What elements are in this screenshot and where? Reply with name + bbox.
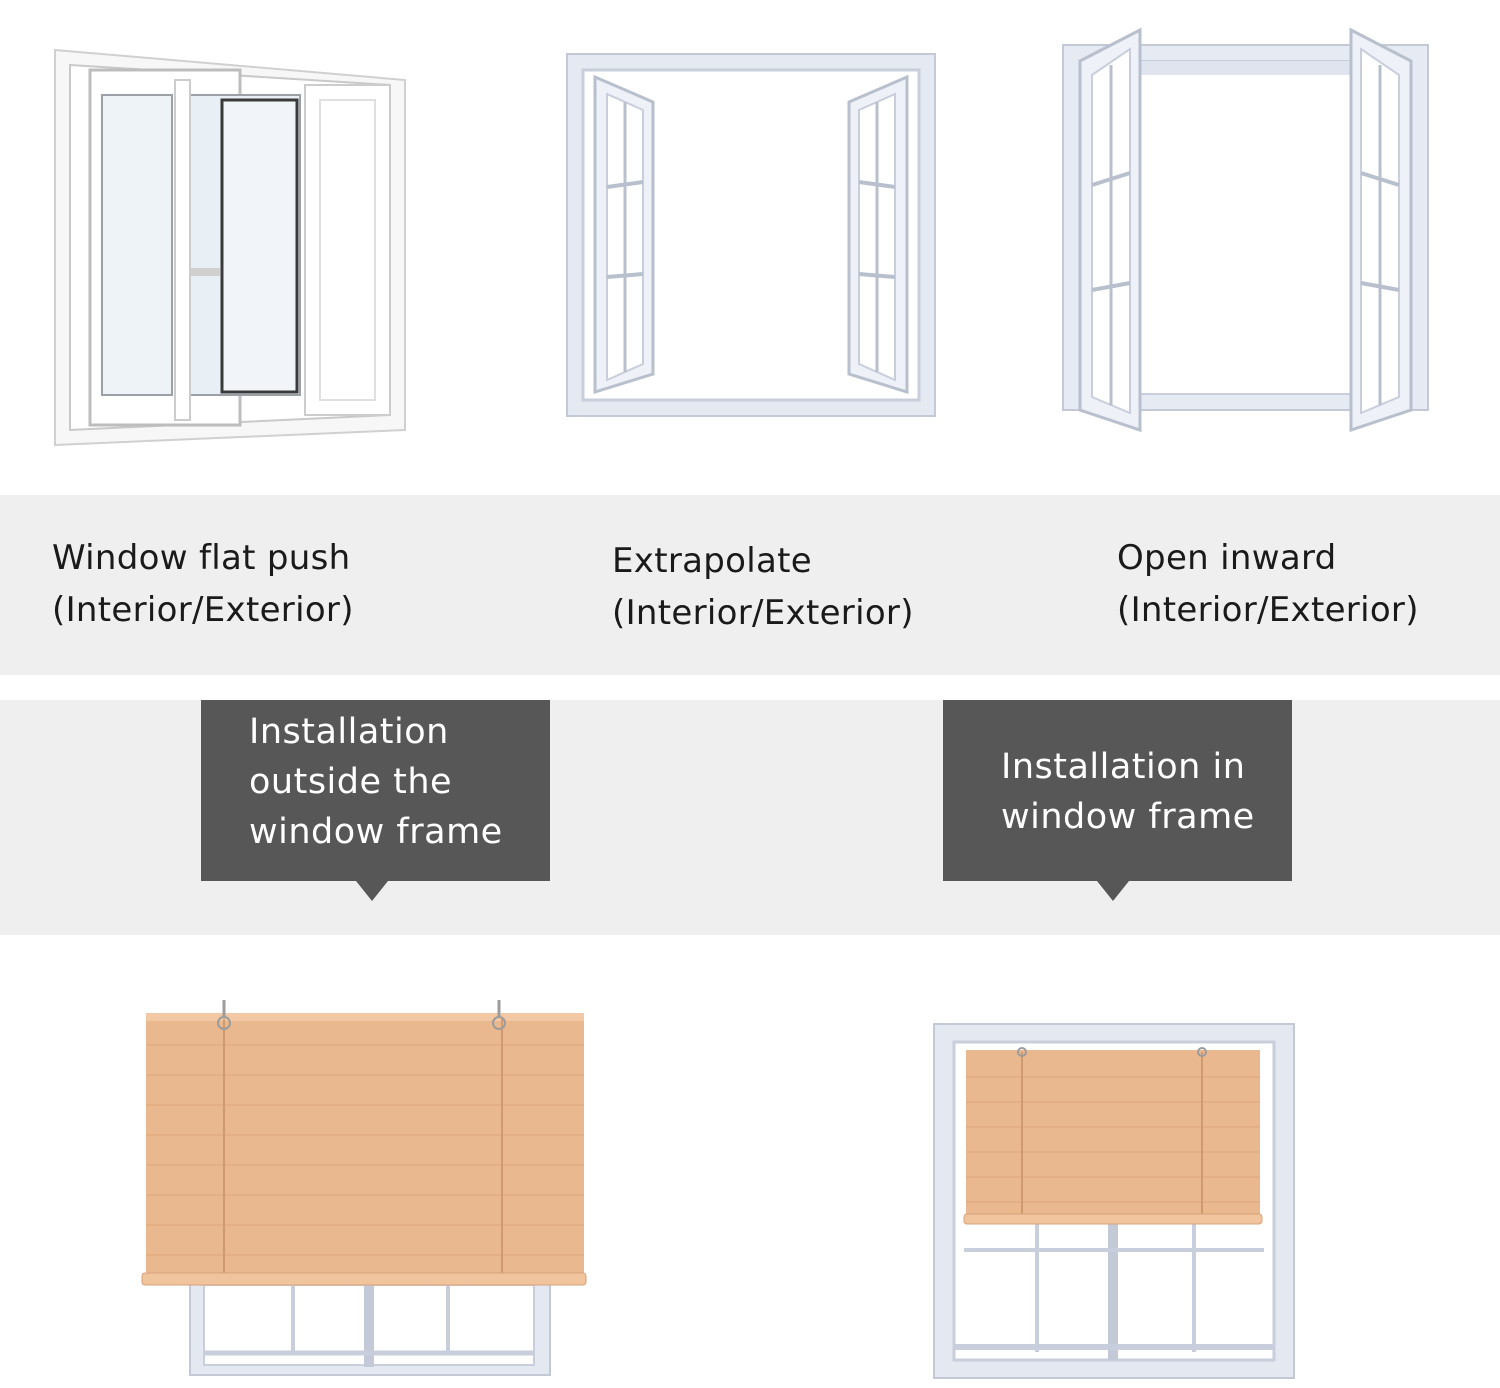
callout-pointer <box>356 881 388 901</box>
callout-line: Installation in <box>1001 747 1246 787</box>
blind-inside-frame-icon <box>933 1023 1295 1379</box>
callout-inside-frame: Installation in window frame <box>943 700 1292 901</box>
blind-outside-frame-icon <box>141 1000 587 1376</box>
callout-pointer <box>1097 881 1129 901</box>
window-type-label-inward: Open inward (Interior/Exterior) <box>1117 532 1419 636</box>
window-type-label-outward: Extrapolate (Interior/Exterior) <box>612 535 914 639</box>
callout-line: outside the <box>249 762 453 802</box>
callout-line: window frame <box>249 812 503 852</box>
callout-line: Installation <box>249 712 449 752</box>
window-type-title: Extrapolate <box>612 541 812 581</box>
window-type-title: Open inward <box>1117 538 1337 578</box>
outward-casement-window-icon <box>566 53 936 417</box>
callout-line: window frame <box>1001 797 1255 837</box>
window-type-band <box>0 495 1500 675</box>
window-type-title: Window flat push <box>52 538 351 578</box>
callout-outside-frame: Installation outside the window frame <box>201 700 550 901</box>
window-type-label-sliding: Window flat push (Interior/Exterior) <box>52 532 354 636</box>
inward-casement-window-icon <box>1062 27 1429 433</box>
window-type-subtitle: (Interior/Exterior) <box>1117 590 1419 630</box>
window-type-subtitle: (Interior/Exterior) <box>52 590 354 630</box>
sliding-window-icon <box>54 48 406 447</box>
window-type-subtitle: (Interior/Exterior) <box>612 593 914 633</box>
